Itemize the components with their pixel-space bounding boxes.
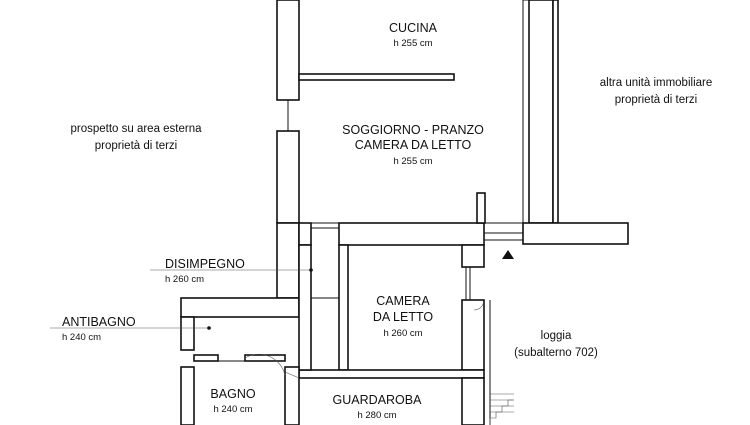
note-left-line1: prospetto su area esterna (70, 123, 202, 135)
room-name-guardaroba: GUARDAROBA (333, 393, 423, 407)
room-detail-loggia: (subalterno 702) (514, 347, 598, 359)
surrounding-notes: prospetto su area esterna proprietà di t… (70, 77, 712, 152)
wall-bagno-left (180, 366, 195, 425)
wall-soggiorno-bottom (338, 222, 485, 246)
room-name-soggiorno-line2: CAMERA DA LETTO (355, 138, 472, 152)
note-left-line2: proprietà di terzi (95, 140, 177, 152)
room-height-bagno: h 240 cm (213, 404, 252, 415)
loggia-stair (483, 250, 514, 425)
wall-camera-bottom (298, 369, 485, 379)
wall-cucina-partition (298, 73, 455, 81)
walls (180, 0, 629, 425)
wall-left-upper (276, 0, 300, 101)
wall-antibagno-left (180, 316, 195, 351)
room-height-soggiorno: h 255 cm (393, 156, 432, 167)
entrance-arrow-icon (502, 250, 514, 259)
wall-disimpegno-right (298, 244, 312, 371)
wall-guardaroba-right (461, 377, 485, 425)
room-name-soggiorno-line1: SOGGIORNO - PRANZO (342, 123, 484, 137)
room-name-cucina: CUCINA (389, 21, 438, 35)
room-name-disimpegno: DISIMPEGNO (165, 257, 245, 271)
room-height-guardaroba: h 280 cm (357, 410, 396, 421)
wall-antibagno-top (180, 297, 300, 318)
room-name-antibagno: ANTIBAGNO (62, 315, 136, 329)
wall-bagno-top-right (244, 354, 286, 362)
room-height-antibagno: h 240 cm (62, 332, 101, 343)
note-right-line2: proprietà di terzi (615, 94, 697, 106)
wall-camera-left (338, 244, 349, 371)
note-right-line1: altra unità immobiliare (600, 77, 713, 89)
wall-loggia-top (522, 222, 629, 245)
wall-bagno-top-left (193, 354, 219, 362)
wall-left-mid (276, 130, 300, 224)
room-name-camera-line1: CAMERA (376, 294, 430, 308)
wall-unit-right (552, 0, 559, 224)
room-height-camera: h 260 cm (383, 328, 422, 339)
room-name-bagno: BAGNO (210, 387, 255, 401)
leader-lines (50, 268, 313, 330)
wall-camera-right-lower (461, 299, 485, 371)
room-height-disimpegno: h 260 cm (165, 274, 204, 285)
wall-disimpegno-left (276, 222, 300, 299)
wall-bagno-right (284, 366, 300, 425)
wall-cucina-right (528, 0, 554, 224)
wall-soggiorno-bottom-left (298, 222, 312, 246)
room-name-camera-line2: DA LETTO (373, 310, 433, 324)
room-height-cucina: h 255 cm (393, 38, 432, 49)
openings (181, 74, 523, 368)
room-labels: CUCINA h 255 cm SOGGIORNO - PRANZO CAMER… (62, 21, 598, 421)
room-name-loggia: loggia (541, 330, 572, 342)
wall-camera-right (461, 244, 485, 268)
wall-soggiorno-stub (476, 192, 486, 224)
